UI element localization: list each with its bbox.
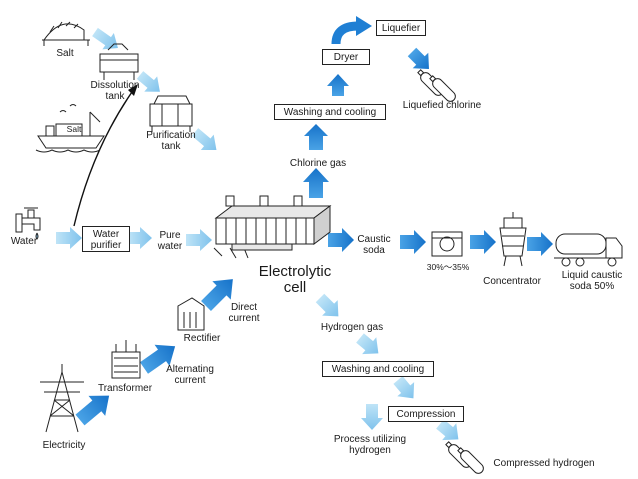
label-pure-water: Pure water (157, 230, 183, 252)
arrow-caustic-to-tank (400, 230, 426, 254)
box-dryer: Dryer (322, 49, 370, 65)
tanker-truck-icon (554, 233, 623, 267)
hydrogen-cylinders-icon (445, 441, 484, 474)
arrow-dissolution-to-purification (136, 71, 160, 92)
label-alternating-current: Alternating current (166, 364, 214, 386)
arrow-cell-to-chlorine (303, 168, 329, 198)
arrow-transformer-to-rectifier (139, 344, 176, 374)
arrow-hydrogen-to-washing (356, 333, 379, 355)
label-dissolution-tank: Dissolution tank (90, 80, 140, 102)
label-concentrator: Concentrator (483, 276, 541, 287)
arrow-cell-to-caustic (328, 228, 354, 252)
box-washing-cooling-hydrogen: Washing and cooling (322, 361, 434, 377)
arrow-pure-to-cell (186, 229, 212, 251)
box-washing-cooling-chlorine: Washing and cooling (274, 104, 386, 120)
dissolution-tank-icon (99, 43, 139, 80)
arrow-liquefier-to-cylinders (407, 47, 429, 69)
label-salt-ship: Salt (66, 124, 82, 134)
arrow-dryer-to-liquefier (331, 16, 372, 45)
arrow-compression-to-cylinders (436, 419, 459, 441)
label-concentration-range: 30%～35% (426, 262, 470, 272)
label-purification-tank: Purification tank (146, 130, 196, 152)
arrow-water-to-purifier (56, 227, 82, 249)
arrow-washing-to-process (361, 404, 383, 430)
label-direct-current: Direct current (228, 302, 260, 324)
purification-tank-icon (149, 95, 193, 132)
arrow-water-to-salt-line (73, 84, 138, 227)
arrow-electricity-to-transformer (75, 395, 110, 426)
label-liquid-caustic-soda: Liquid caustic soda 50% (561, 270, 623, 292)
concentrator-icon (499, 212, 527, 267)
arrow-concentrator-to-truck (527, 232, 553, 256)
arrow-purification-to-cell (191, 128, 217, 150)
label-transformer: Transformer (97, 383, 153, 394)
chlorine-cylinders-icon (417, 69, 456, 102)
arrow-washing-to-compression (393, 376, 415, 399)
electrolytic-cell-icon (213, 195, 332, 259)
faucet-icon (15, 207, 41, 240)
label-salt: Salt (56, 48, 74, 59)
label-compressed-hydrogen: Compressed hydrogen (493, 458, 595, 469)
label-rectifier: Rectifier (183, 333, 221, 344)
label-electricity: Electricity (42, 440, 86, 451)
box-liquefier: Liquefier (376, 20, 426, 36)
salt-pile-icon (42, 21, 90, 46)
arrow-rectifier-to-cell (201, 279, 233, 311)
label-liquefied-chlorine: Liquefied chlorine (402, 100, 482, 111)
caustic-tank-icon (431, 231, 463, 257)
label-electrolytic-cell: Electrolytic cell (258, 263, 332, 296)
label-caustic-soda: Caustic soda (357, 234, 391, 256)
label-process-utilizing-hydrogen: Process utilizing hydrogen (333, 434, 407, 456)
box-water-purifier: Water purifier (82, 226, 130, 252)
arrow-purifier-to-pure (128, 227, 152, 249)
label-hydrogen-gas: Hydrogen gas (320, 322, 384, 333)
rectifier-icon (177, 297, 205, 331)
label-water: Water (10, 236, 38, 247)
transformer-icon (111, 340, 141, 379)
pylon-icon (40, 364, 84, 433)
arrow-cell-to-hydrogen (315, 293, 339, 317)
arrow-tank-to-concentrator (470, 230, 496, 254)
salt-ship-icon (35, 104, 105, 153)
box-compression: Compression (388, 406, 464, 422)
arrow-washing-to-dryer (327, 74, 349, 96)
arrow-salt-to-dissolution (92, 27, 118, 50)
arrow-chlorine-to-washing (304, 124, 328, 150)
label-chlorine-gas: Chlorine gas (289, 158, 347, 169)
